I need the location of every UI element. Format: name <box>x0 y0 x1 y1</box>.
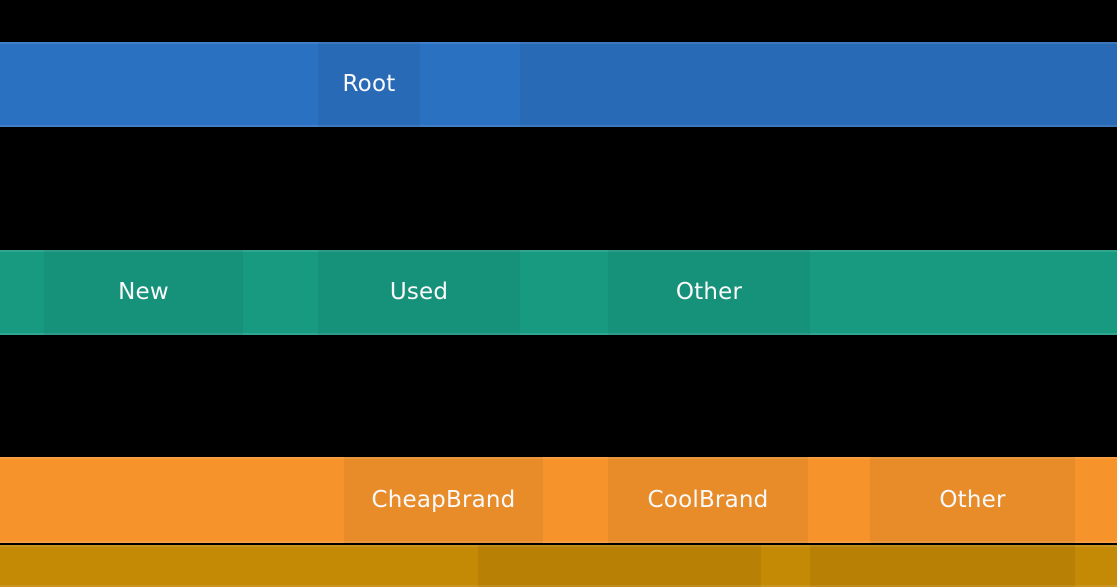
chart-node-label: CheapBrand <box>371 486 516 513</box>
chart-node-segment[interactable] <box>243 250 318 335</box>
chart-node-other[interactable]: Other <box>870 457 1075 543</box>
chart-node-label: CoolBrand <box>647 486 769 513</box>
chart-level-leaf-level <box>0 545 1117 587</box>
chart-node-segment[interactable] <box>761 545 810 587</box>
chart-node-new[interactable]: New <box>44 250 243 335</box>
chart-node-segment[interactable] <box>0 250 44 335</box>
chart-node-segment[interactable] <box>810 250 1117 335</box>
chart-node-segment[interactable] <box>0 457 344 543</box>
chart-node-used[interactable]: Used <box>318 250 520 335</box>
chart-node-segment[interactable] <box>520 250 608 335</box>
chart-node-segment[interactable] <box>810 545 1075 587</box>
chart-node-root[interactable]: Root <box>318 42 420 127</box>
chart-node-segment[interactable] <box>0 545 478 587</box>
chart-node-coolbrand[interactable]: CoolBrand <box>608 457 808 543</box>
chart-node-segment[interactable] <box>1075 457 1117 543</box>
chart-level-root-level: Root <box>0 42 1117 127</box>
chart-node-segment[interactable] <box>478 545 761 587</box>
chart-node-segment[interactable] <box>543 457 608 543</box>
chart-node-label: Used <box>389 279 449 305</box>
chart-node-segment[interactable] <box>420 42 520 127</box>
chart-node-segment[interactable] <box>808 457 870 543</box>
chart-node-label: Other <box>939 486 1006 513</box>
chart-node-segment[interactable] <box>0 42 318 127</box>
chart-node-segment[interactable] <box>520 42 1117 127</box>
chart-node-label: Root <box>342 71 396 97</box>
chart-node-other[interactable]: Other <box>608 250 810 335</box>
chart-node-segment[interactable] <box>1075 545 1117 587</box>
chart-level-condition-level: New Used Other <box>0 250 1117 335</box>
chart-node-label: New <box>118 279 169 305</box>
chart-node-label: Other <box>675 279 743 305</box>
chart-level-brand-level: CheapBrand CoolBrand Other <box>0 457 1117 543</box>
chart-node-cheapbrand[interactable]: CheapBrand <box>344 457 543 543</box>
